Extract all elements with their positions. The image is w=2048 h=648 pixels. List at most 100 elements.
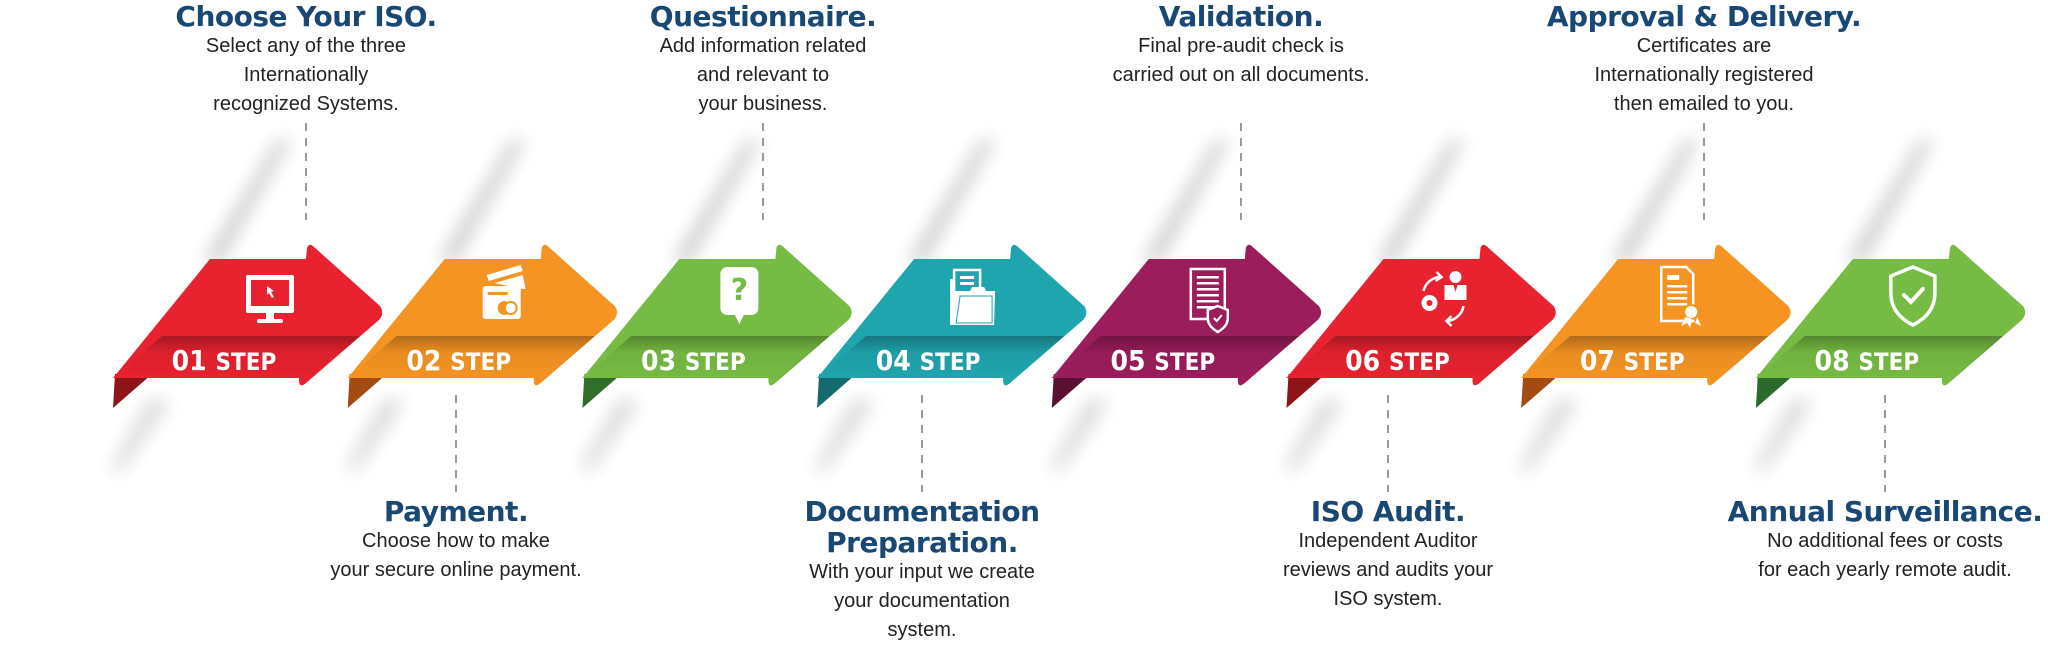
step-description-line: Internationally — [243, 64, 369, 86]
arrow-shadow-bottom — [1048, 400, 1109, 470]
step-word: STEP — [1624, 348, 1685, 376]
arrow-shadow-bottom — [1752, 400, 1813, 470]
step-title: Annual Surveillance. — [1727, 495, 2043, 528]
step-description-line: then emailed to you. — [1613, 93, 1795, 115]
step-description-line: Choose how to make — [362, 530, 550, 552]
step-description-line: No additional fees or costs — [1767, 530, 2003, 552]
step-description-line: ISO system. — [1333, 588, 1443, 610]
step-08-arrow: 08 STEP — [1752, 140, 2026, 470]
step-description-line: Certificates are — [1636, 35, 1772, 57]
step-02-label: Payment.Choose how to make your secure on… — [330, 496, 581, 585]
step-number: 08 — [1815, 344, 1859, 377]
arrow-shadow-bottom — [110, 400, 170, 470]
step-number-label: 03 STEP — [641, 344, 746, 377]
step-07-arrow: 07 STEP — [1518, 140, 1791, 470]
arrow-shadow-bottom — [1518, 400, 1579, 470]
document-shield-icon — [1189, 267, 1230, 334]
arrow-band — [1286, 336, 1534, 383]
arrow-fold — [1051, 374, 1091, 408]
arrow-shadow-top — [1612, 140, 1699, 262]
question-bubble-icon: ? — [720, 267, 759, 324]
step-description-line: Internationally registered — [1594, 64, 1814, 86]
step-06-arrow: 06 STEP — [1283, 140, 1556, 470]
step-02-arrow: 02 STEP — [344, 140, 617, 470]
arrow-fold — [347, 374, 387, 408]
step-word: STEP — [450, 348, 511, 376]
step-description-line: recognized Systems. — [213, 93, 399, 115]
step-03-arrow: ? 03 STEP — [579, 140, 852, 470]
arrow-shadow-top — [1846, 140, 1933, 262]
step-title: Payment. — [383, 495, 529, 528]
arrow-band — [1755, 336, 2003, 383]
step-description-line: Add information related — [659, 35, 867, 57]
arrow-shadow-top — [673, 140, 760, 262]
step-number-label: 05 STEP — [1110, 344, 1215, 377]
step-number: 05 — [1110, 344, 1154, 377]
step-title: Validation. — [1158, 0, 1324, 33]
step-description-line: reviews and audits your — [1282, 559, 1494, 581]
monitor-cursor-icon — [246, 275, 294, 323]
credit-card-icon — [482, 265, 526, 319]
step-word: STEP — [1389, 348, 1450, 376]
certificate-icon — [1659, 265, 1702, 328]
step-number: 02 — [406, 344, 450, 377]
arrow-shadow-top — [438, 140, 525, 262]
arrow-band — [1521, 336, 1769, 383]
step-title: Documentation — [804, 495, 1040, 528]
step-number: 06 — [1345, 344, 1389, 377]
step-04-arrow: 04 STEP — [814, 140, 1087, 470]
step-number: 07 — [1580, 344, 1624, 377]
svg-text:?: ? — [731, 273, 748, 308]
step-number-label: 04 STEP — [876, 344, 981, 377]
step-01-arrow: 01 STEP — [110, 140, 383, 470]
step-description-line: and relevant to — [696, 64, 830, 86]
arrow-band — [347, 336, 595, 383]
step-number: 01 — [172, 344, 216, 377]
shield-check-icon — [1889, 265, 1937, 327]
step-description-line: Independent Auditor — [1298, 530, 1478, 552]
arrow-shadow-top — [908, 140, 995, 262]
step-03-label: Questionnaire.Add information related and… — [649, 0, 877, 119]
step-description-line: for each yearly remote audit. — [1758, 559, 2012, 581]
step-title: ISO Audit. — [1310, 495, 1466, 528]
arrow-fold — [1755, 374, 1795, 408]
arrow-shadow-top — [1377, 140, 1464, 262]
arrow-fold — [113, 374, 152, 408]
step-description-line: system. — [887, 619, 957, 641]
step-description-line: your business. — [698, 93, 828, 115]
arrow-fold — [1286, 374, 1326, 408]
step-number: 03 — [641, 344, 685, 377]
arrow-band — [817, 336, 1065, 383]
step-word: STEP — [685, 348, 746, 376]
step-number-label: 07 STEP — [1580, 344, 1685, 377]
step-word: STEP — [920, 348, 981, 376]
step-description-line: Final pre-audit check is — [1138, 35, 1344, 57]
arrow-band — [1051, 336, 1299, 383]
step-08-label: Annual Surveillance.No additional fees o… — [1728, 496, 2043, 585]
arrow-shadow-bottom — [344, 400, 405, 470]
step-description-line: your documentation — [834, 590, 1010, 612]
step-word: STEP — [1154, 348, 1215, 376]
step-number-label: 02 STEP — [406, 344, 511, 377]
arrow-fold — [582, 374, 622, 408]
folder-documents-icon — [950, 268, 996, 325]
step-number-label: 06 STEP — [1345, 344, 1450, 377]
step-title: Approval & Delivery. — [1546, 0, 1862, 33]
step-number-label: 08 STEP — [1815, 344, 1920, 377]
step-description-line: your secure online payment. — [330, 559, 582, 581]
step-word: STEP — [215, 348, 276, 376]
step-word: STEP — [1858, 348, 1919, 376]
step-title: Questionnaire. — [649, 0, 877, 33]
arrow-band — [113, 336, 360, 383]
step-number-label: 01 STEP — [172, 344, 277, 377]
auditor-cycle-icon — [1421, 271, 1467, 327]
arrow-shadow-bottom — [814, 400, 875, 470]
step-06-label: ISO Audit.Independent Auditor reviews and… — [1283, 496, 1493, 614]
arrow-shadow-bottom — [1283, 400, 1344, 470]
